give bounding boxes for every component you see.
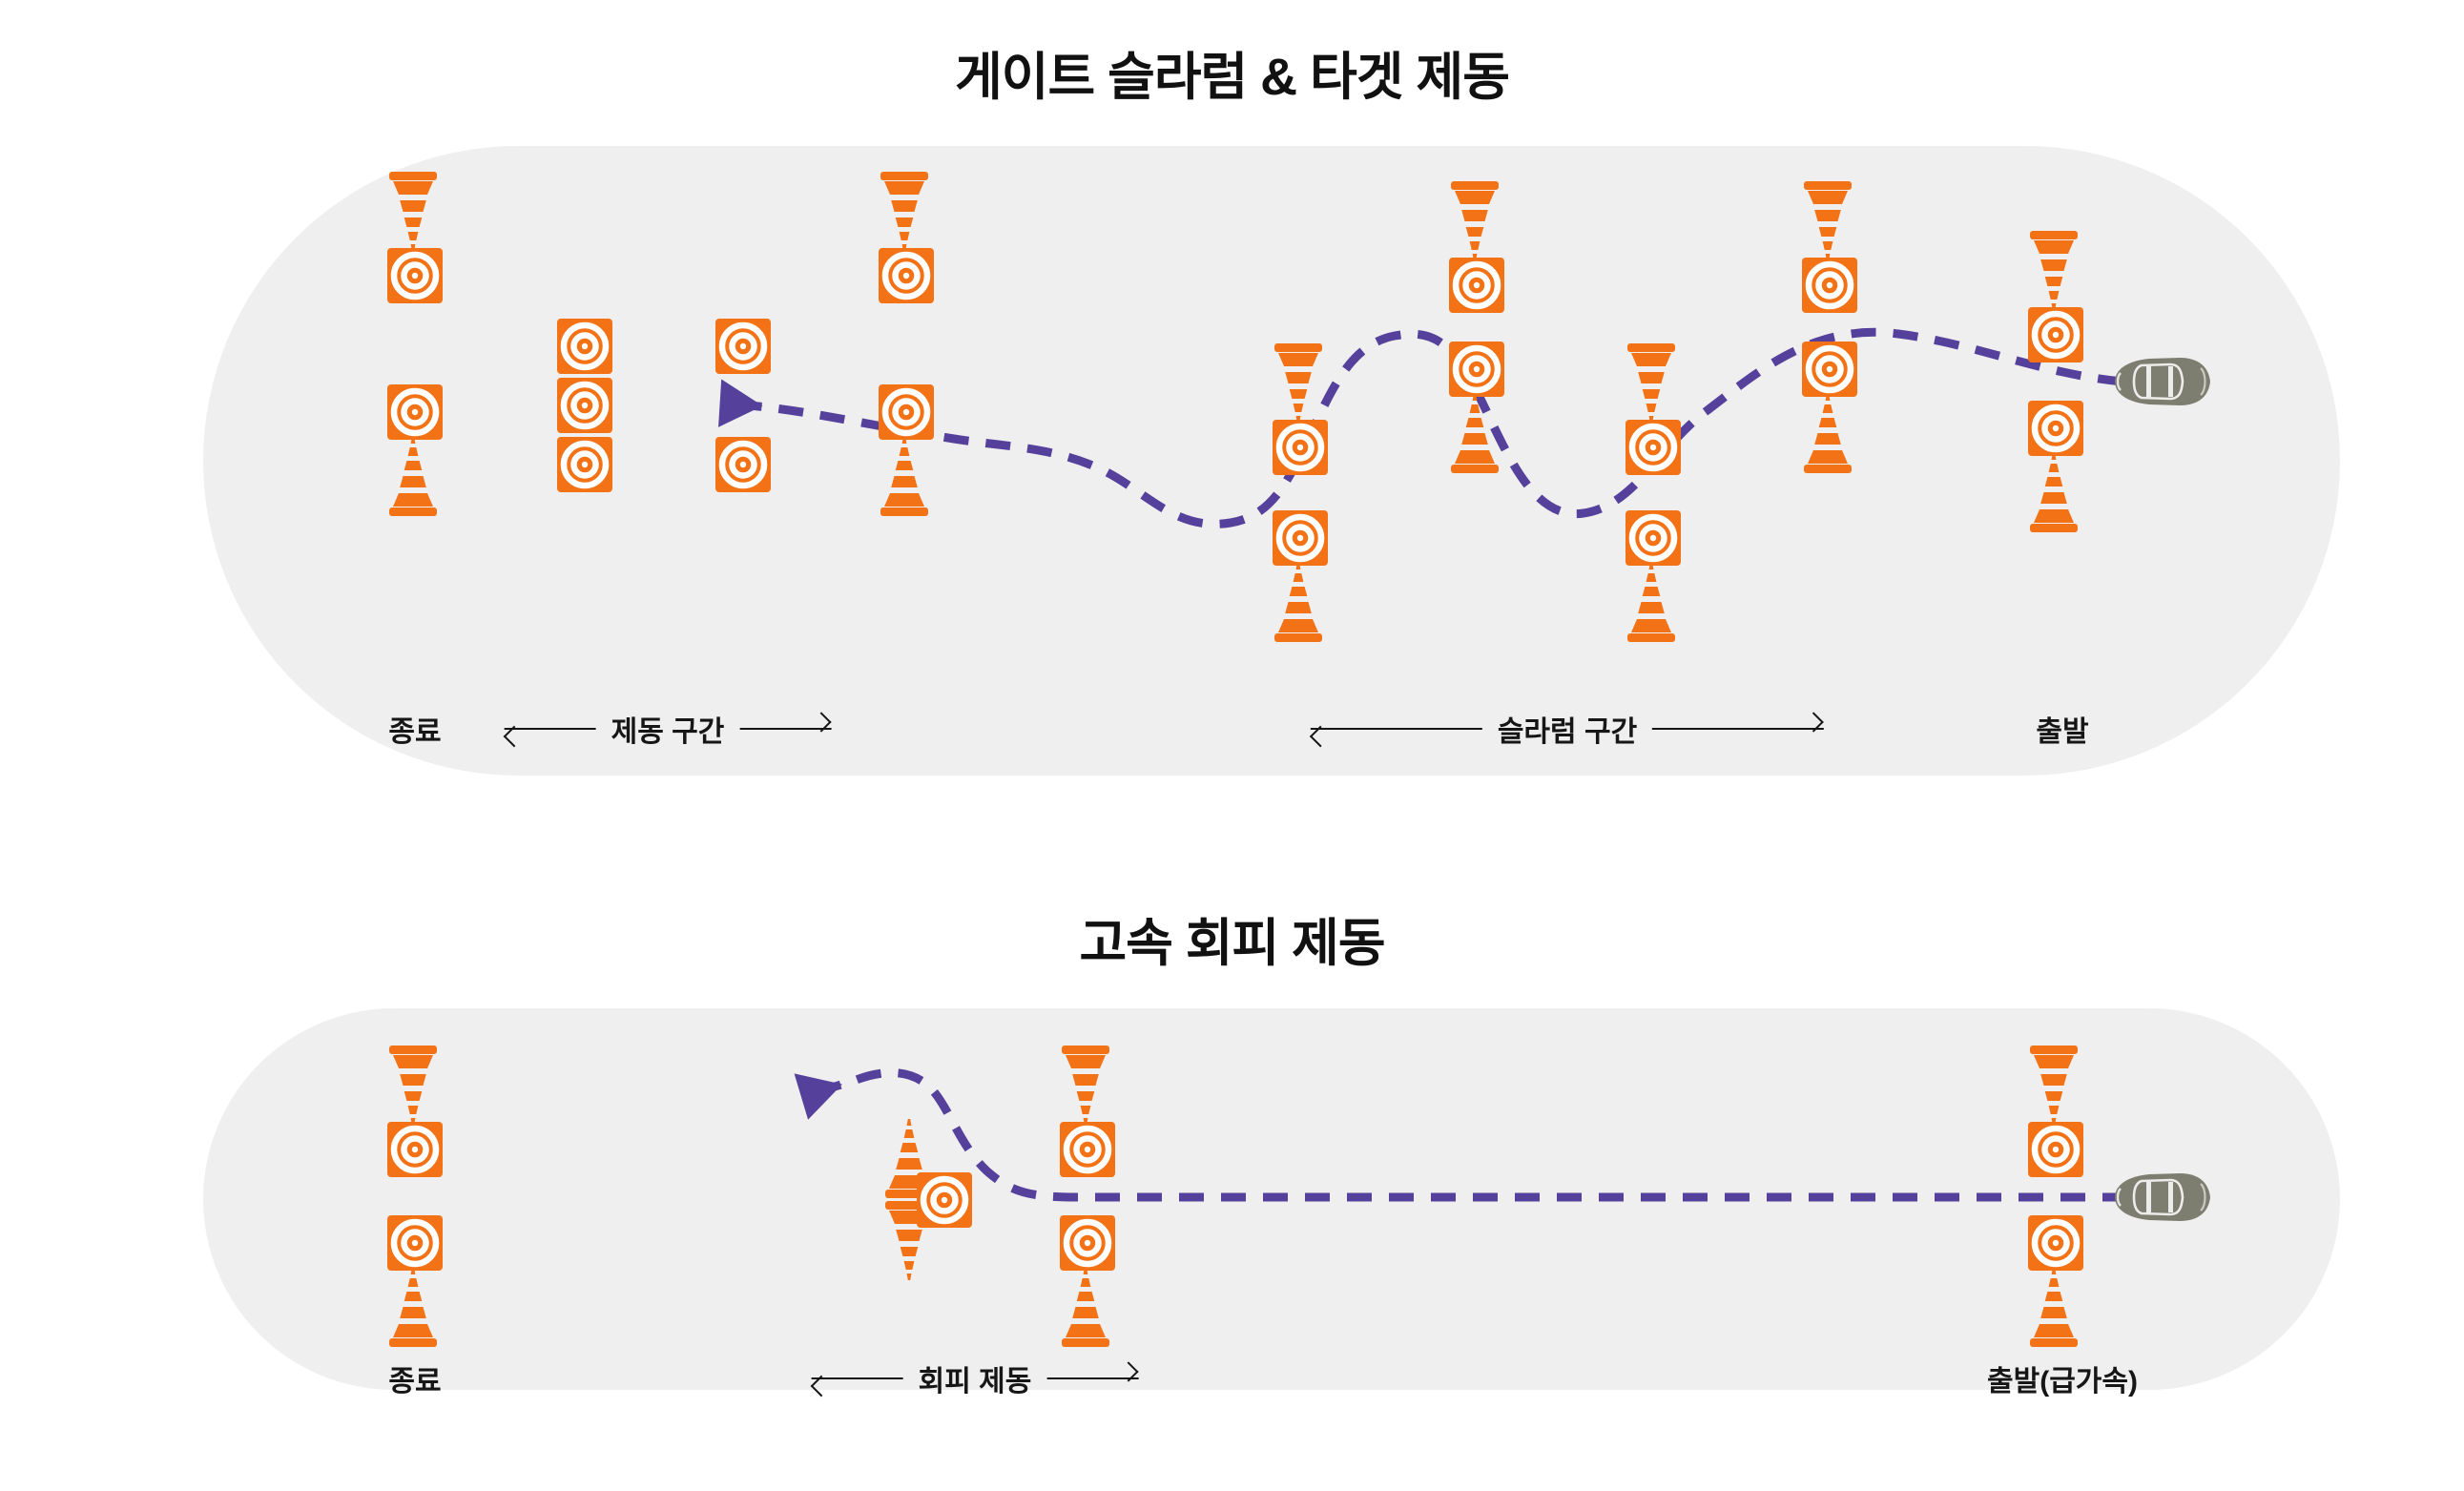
track-panel-evasive-braking: [203, 1008, 2340, 1390]
caption-label: 출발: [2036, 716, 2089, 748]
caption-start-launch: 출발(급가속): [1987, 1357, 2138, 1399]
arrow-left-icon: [504, 728, 596, 730]
track-panel-gate-slalom: [203, 146, 2340, 776]
caption-finish: 종료: [388, 708, 441, 750]
section-title-evasive-braking: 고속 회피 제동: [1079, 915, 1385, 972]
arrow-right-icon: [1046, 1377, 1139, 1379]
caption-label: 슬라럼 구간: [1497, 716, 1638, 748]
caption-label: 회피 제동: [918, 1366, 1032, 1398]
caption-braking-zone: 제동 구간: [504, 708, 832, 750]
caption-evasive-zone: 회피 제동: [811, 1357, 1139, 1399]
arrow-left-icon: [1310, 728, 1482, 730]
caption-label: 종료: [388, 1366, 442, 1398]
caption-start: 출발: [2036, 708, 2088, 750]
section-title-gate-slalom: 게이트 슬라럼 & 타겟 제동: [955, 49, 1510, 106]
caption-slalom-zone: 슬라럼 구간: [1310, 708, 1825, 750]
arrow-right-icon: [1652, 728, 1825, 730]
arrow-right-icon: [739, 728, 832, 730]
caption-label: 종료: [388, 716, 442, 748]
caption-label: 제동 구간: [611, 716, 725, 748]
caption-label: 출발(급가속): [1987, 1366, 2138, 1398]
arrow-left-icon: [811, 1377, 903, 1379]
caption-finish: 종료: [388, 1357, 441, 1399]
